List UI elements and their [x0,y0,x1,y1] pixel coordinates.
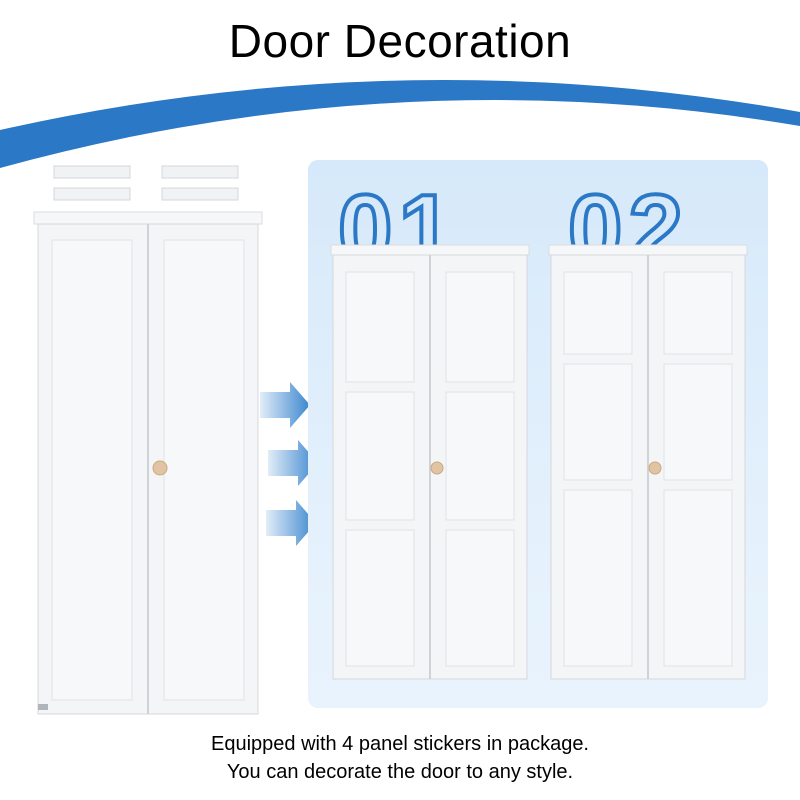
door-option-01 [330,244,530,680]
caption-line-1: Equipped with 4 panel stickers in packag… [210,733,589,755]
door-knob-icon [152,460,168,476]
plain-bifold-door [33,211,263,715]
blue-arc-banner [0,80,800,168]
arrow-right-icon [268,440,318,486]
page-title: Door Decoration [228,15,572,67]
arrows [260,382,318,546]
door-knob-icon [648,461,662,475]
panel-stickers [53,165,239,201]
door-option-02 [548,244,748,680]
option-number-01: 01 [338,180,460,248]
panel-sticker-icon [161,187,239,201]
option-number-02: 02 [568,180,690,248]
arrow-right-icon [260,382,310,428]
panel-sticker-icon [53,165,131,179]
door-knob-icon [430,461,444,475]
panel-sticker-icon [53,187,131,201]
caption-line-2: You can decorate the door to any style. [226,761,574,783]
arrow-right-icon [266,500,316,546]
panel-sticker-icon [161,165,239,179]
